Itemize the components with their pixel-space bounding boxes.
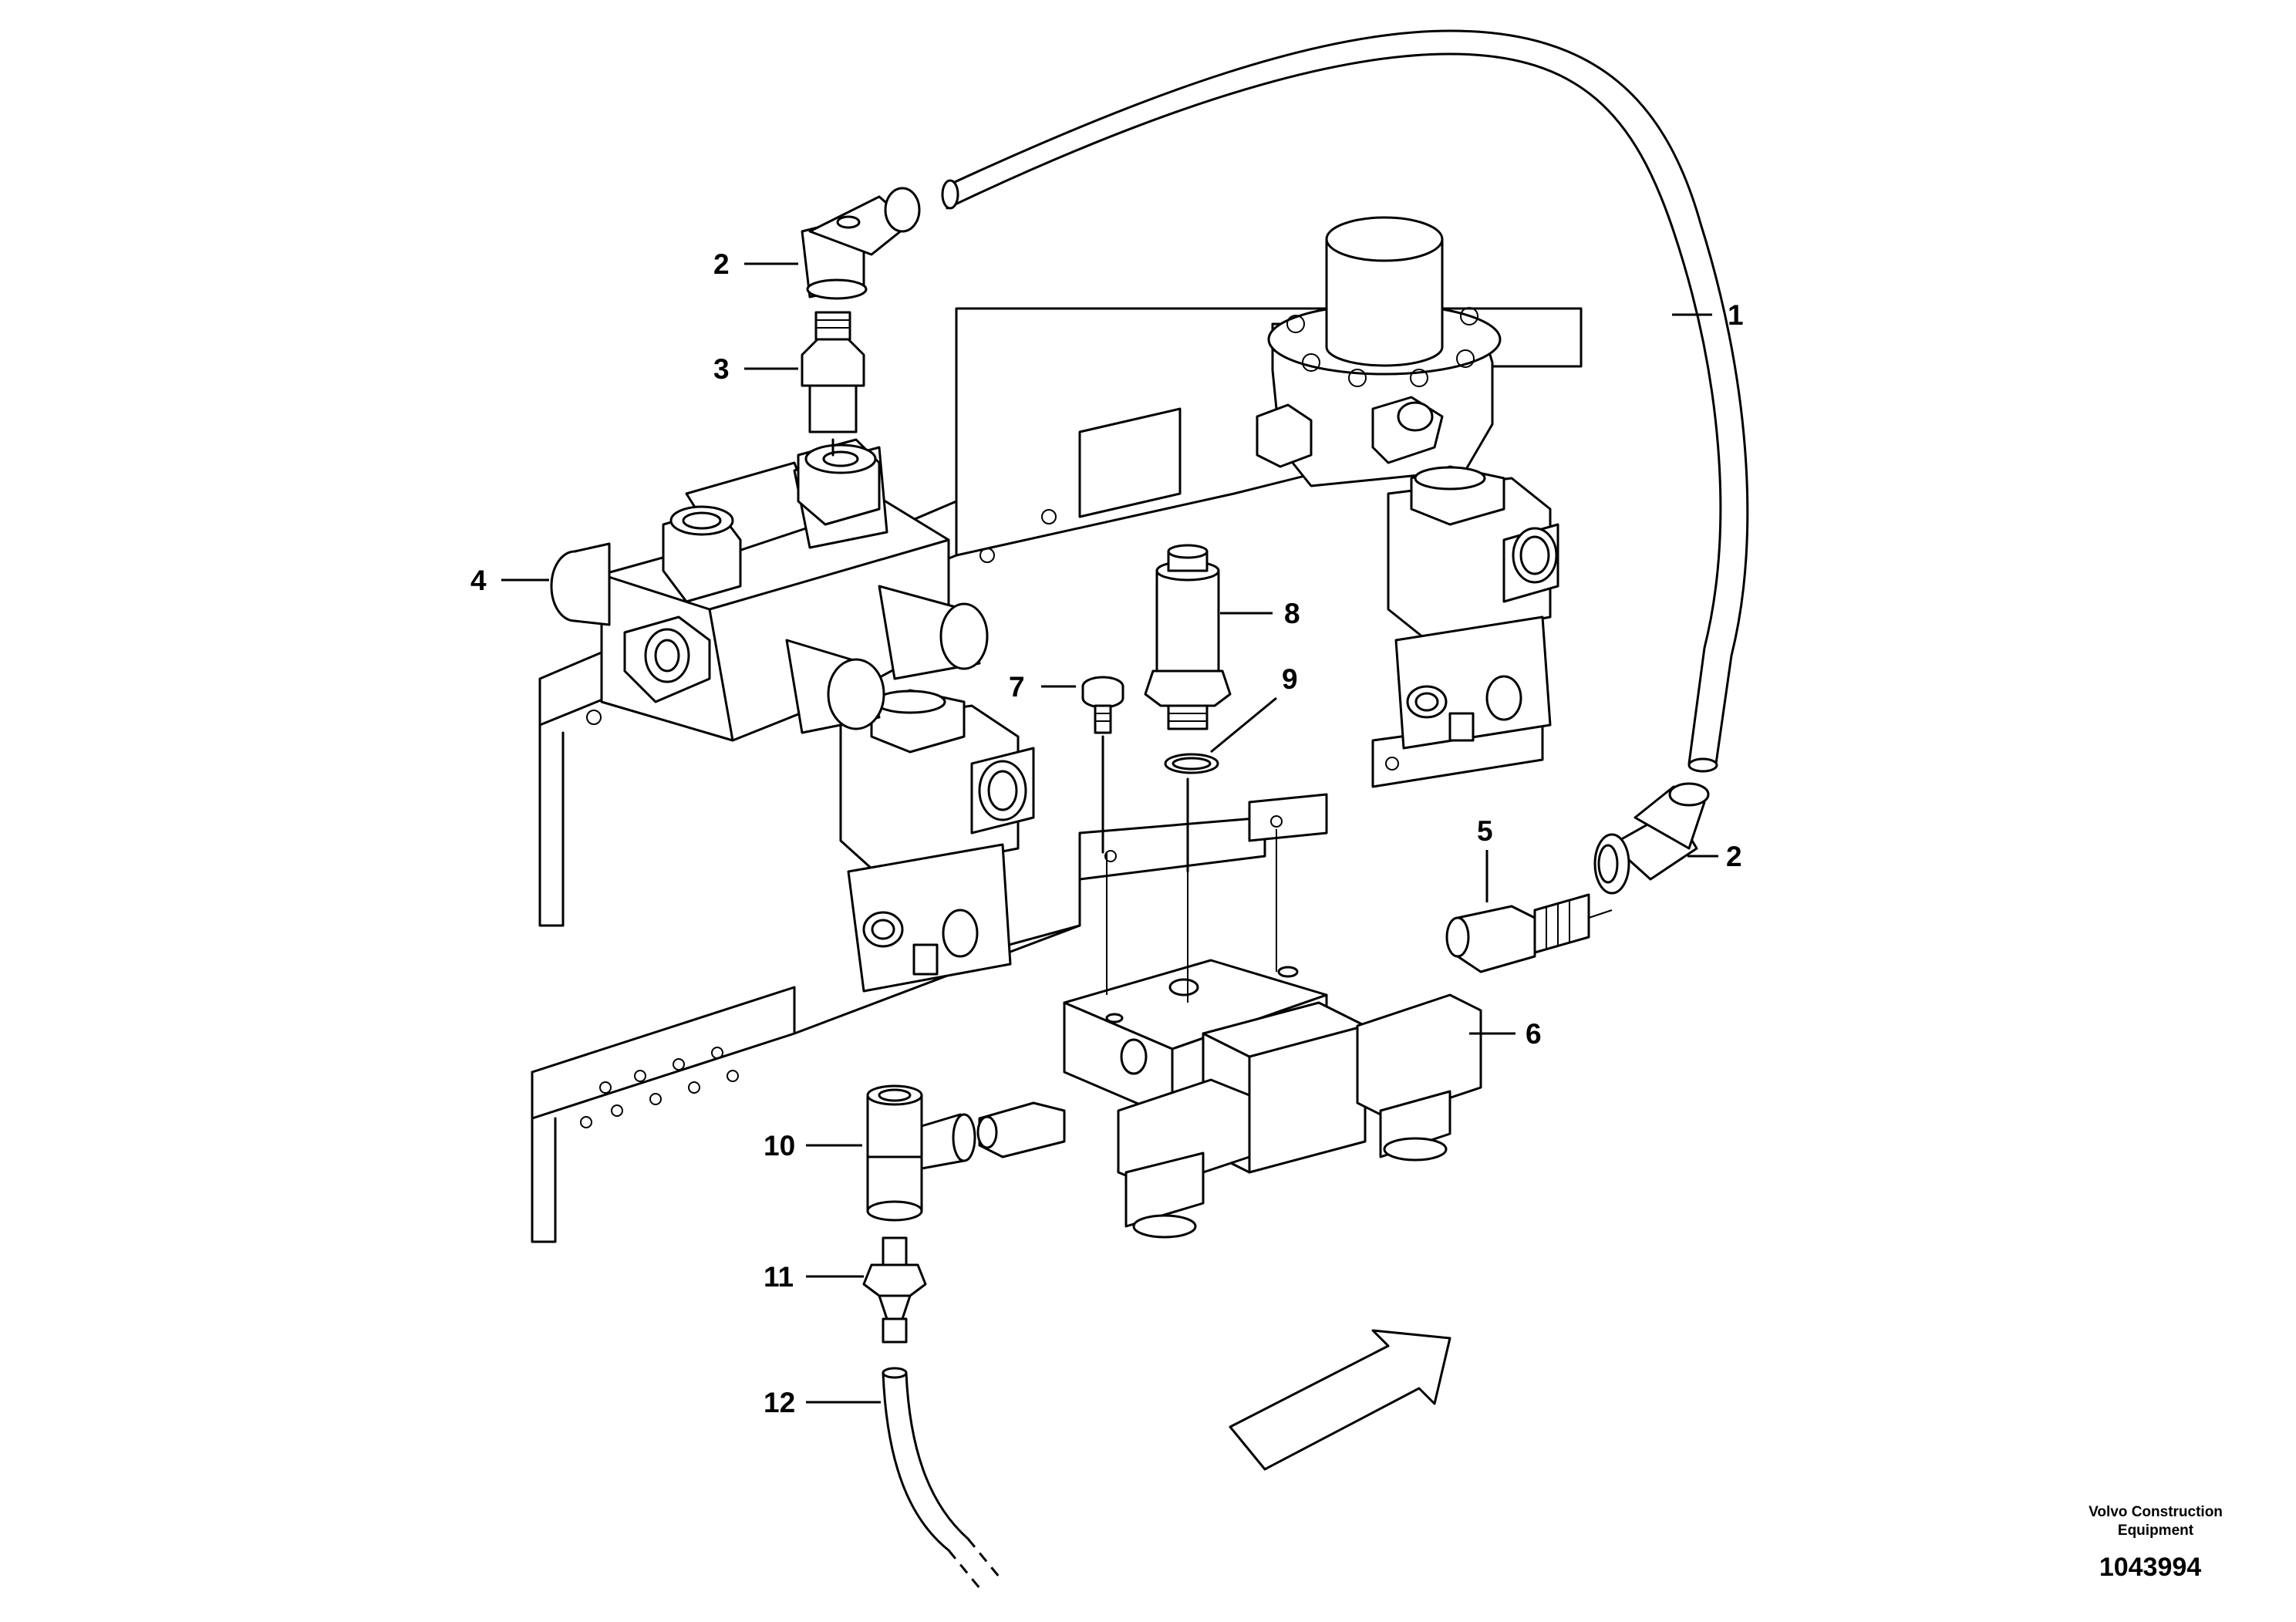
- elbow-part-2-right: [1593, 782, 1710, 895]
- screw-part-7: [1081, 676, 1124, 854]
- tubing-part-12: [882, 1367, 1004, 1593]
- callout-12: 12: [764, 1387, 881, 1418]
- svg-text:1: 1: [1728, 299, 1744, 331]
- elbow-part-2-top: [801, 187, 921, 300]
- tee-fitting-part-10: [866, 1084, 1066, 1222]
- callout-2-top: 2: [713, 248, 798, 280]
- svg-text:11: 11: [764, 1261, 794, 1293]
- callout-3: 3: [713, 353, 798, 385]
- o-ring-part-9: [1164, 753, 1219, 774]
- svg-text:8: 8: [1284, 598, 1300, 629]
- nipple-part-3: [801, 311, 865, 457]
- callout-9: 9: [1210, 663, 1298, 754]
- callouts: 1 2 2 3 4 5 6 7: [470, 248, 1744, 1418]
- svg-text:2: 2: [1726, 841, 1742, 872]
- hose-part-1: [941, 29, 1749, 773]
- callout-1: 1: [1672, 299, 1744, 331]
- callout-7: 7: [1009, 671, 1076, 703]
- middle-solenoid-valve: [839, 689, 1035, 993]
- svg-text:6: 6: [1526, 1018, 1542, 1050]
- callout-8: 8: [1220, 598, 1300, 629]
- drawing-number: 1043994: [2099, 1553, 2201, 1582]
- maker-name-line2: Equipment: [2118, 1523, 2194, 1539]
- solenoid-valve-part-6: [1063, 959, 1482, 1239]
- callout-11: 11: [764, 1261, 864, 1293]
- callout-2-right: 2: [1687, 841, 1742, 872]
- svg-text:5: 5: [1477, 815, 1493, 847]
- rear-solenoid-valve: [1387, 465, 1559, 750]
- assembly-lines: [1106, 829, 1613, 1003]
- adapter-part-5: [1445, 893, 1590, 973]
- svg-text:4: 4: [470, 565, 487, 596]
- maker-name-line1: Volvo Construction: [2089, 1504, 2223, 1520]
- svg-text:12: 12: [764, 1387, 795, 1418]
- svg-text:7: 7: [1009, 671, 1025, 703]
- drawing-footer: Volvo Construction Equipment 1043994: [2089, 1504, 2223, 1582]
- connector-part-11: [862, 1236, 927, 1344]
- callout-10: 10: [764, 1130, 862, 1162]
- svg-text:9: 9: [1282, 663, 1298, 695]
- svg-text:10: 10: [764, 1130, 795, 1162]
- pressure-regulator-valve: [1256, 216, 1502, 487]
- valve-block-part-4: [550, 438, 989, 742]
- direction-arrow-icon: [1229, 1329, 1451, 1471]
- pressure-sensor-part-8: [1144, 544, 1232, 873]
- callout-5: 5: [1477, 815, 1493, 902]
- callout-4: 4: [470, 565, 549, 596]
- callout-6: 6: [1469, 1018, 1542, 1050]
- svg-text:3: 3: [713, 353, 730, 385]
- svg-text:2: 2: [713, 248, 730, 280]
